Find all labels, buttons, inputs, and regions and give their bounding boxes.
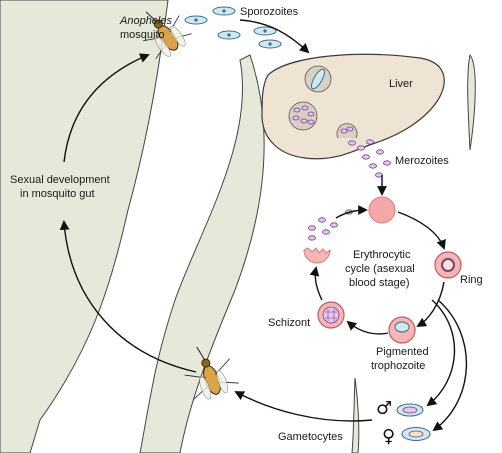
sporozoites-label: Sporozoites	[240, 6, 299, 18]
arrow-to-male-gametocyte	[426, 299, 456, 407]
red-cell-ruptured	[303, 247, 331, 264]
arrow-sexual-to-mosquito	[63, 53, 150, 163]
red-cell-uninfected	[368, 196, 396, 224]
sporozoites-group	[184, 6, 282, 49]
male-symbol-icon: ♂	[376, 398, 392, 419]
pigmented-line2: trophozoite	[371, 360, 425, 372]
flow-arrows	[59, 19, 468, 432]
sporozoite-icon	[217, 30, 241, 40]
arrow-gametocytes-to-mosquito	[234, 391, 373, 422]
sexual-development-line2: in mosquito gut	[20, 188, 95, 200]
released-merozoites	[308, 209, 353, 241]
gametocyte-male	[396, 403, 424, 417]
arrow-mosquito-to-sexual	[59, 220, 197, 373]
skin-middle-strip	[139, 54, 265, 453]
sporozoite-icon	[258, 39, 282, 49]
sporozoite-icon	[184, 15, 208, 25]
red-cell-ring	[434, 251, 462, 279]
arrow-to-female-gametocyte	[432, 299, 468, 432]
pigmented-line1: Pigmented	[376, 346, 429, 358]
red-cell-trophozoite	[388, 316, 416, 344]
gametocytes-label: Gametocytes	[278, 431, 343, 443]
mosquito-bottom-icon	[184, 346, 239, 400]
sporozoite-icon	[253, 26, 277, 36]
skin-right-sliver	[467, 53, 476, 151]
liver-label: Liver	[389, 78, 413, 90]
anopheles-label: Anopheles	[119, 15, 172, 27]
ring-label: Ring	[460, 274, 483, 286]
gametocyte-female	[401, 427, 431, 441]
labels: Anopheles mosquito Sporozoites Liver Mer…	[10, 6, 483, 447]
erythrocytic-line1: Erythrocytic	[353, 249, 411, 261]
sexual-development-line1: Sexual development	[10, 174, 110, 186]
liver-organ	[261, 53, 445, 160]
skin-background	[0, 0, 476, 453]
merozoites-label: Merozoites	[395, 155, 449, 167]
mosquito-label: mosquito	[120, 29, 165, 41]
schizont-label: Schizont	[268, 317, 310, 329]
erythrocytic-line3: blood stage)	[349, 277, 410, 289]
arrow-merozoites-to-cell	[335, 205, 368, 219]
arrow-schizont-to-rupture	[309, 266, 323, 301]
arrow-trophozoite-to-schizont	[346, 320, 389, 335]
arrow-cycle-to-ring	[397, 211, 446, 250]
skin-left-panel	[0, 0, 169, 453]
skin-bottom-sliver	[351, 377, 360, 453]
mosquito-top-icon	[143, 11, 192, 60]
red-cell-schizont	[317, 301, 345, 329]
female-symbol-icon: ♀	[382, 426, 395, 447]
arrow-ring-to-trophozoite	[416, 281, 445, 328]
arrow-mosquito-to-sporozoites	[239, 19, 310, 54]
erythrocytic-line2: cycle (asexual	[345, 263, 415, 275]
sporozoite-icon	[212, 6, 236, 16]
